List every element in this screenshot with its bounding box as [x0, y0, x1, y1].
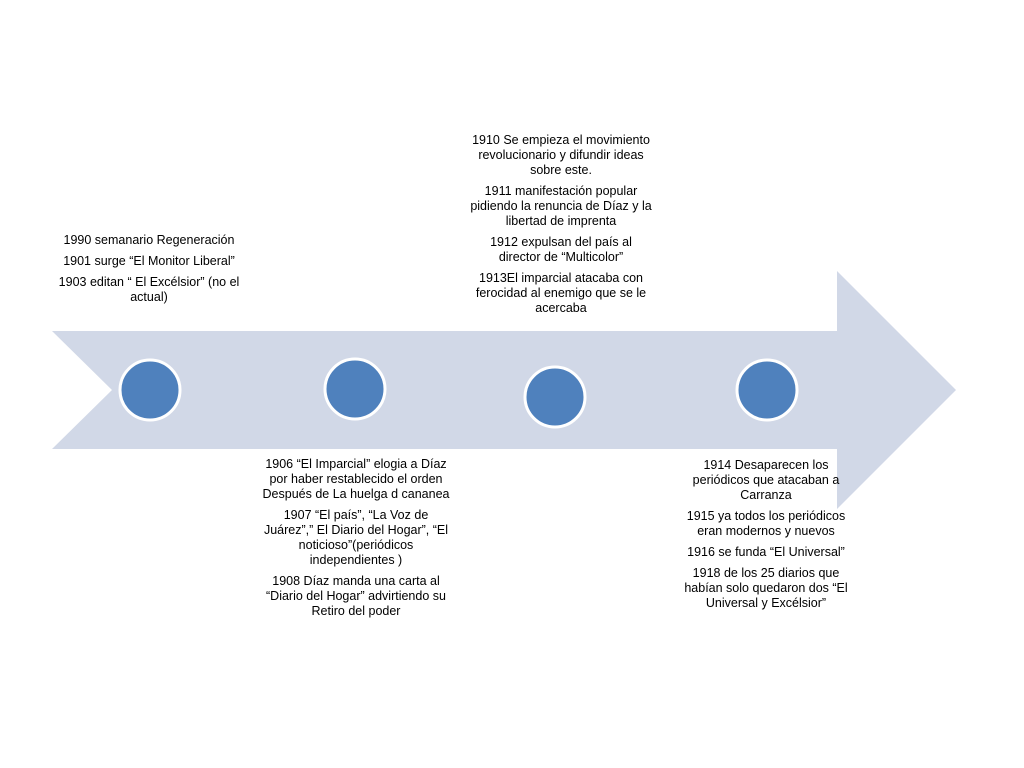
timeline-entry: 1914 Desaparecen los periódicos que atac…	[692, 458, 840, 502]
timeline-entry: 1907 “El país”, “La Voz de Juárez”,” El …	[263, 508, 449, 567]
timeline-text-1906-1908: 1906 “El Imparcial” elogia a Díaz por ha…	[262, 457, 450, 625]
timeline-entry: 1911 manifestación popular pidiendo la r…	[470, 184, 652, 228]
timeline-text-1910-1913: 1910 Se empieza el movimiento revolucion…	[470, 133, 652, 322]
timeline-entry: 1910 Se empieza el movimiento revolucion…	[472, 133, 650, 177]
timeline-entry: 1908 Díaz manda una carta al “Diario del…	[266, 574, 446, 618]
timeline-entry: 1906 “El Imparcial” elogia a Díaz por ha…	[262, 457, 450, 501]
timeline-entry: 1918 de los 25 diarios que habían solo q…	[684, 566, 848, 610]
timeline-entry: 1990 semanario Regeneración	[63, 233, 235, 247]
timeline-entry: 1912 expulsan del país al director de “M…	[490, 235, 632, 264]
timeline-node-1	[118, 358, 182, 422]
timeline-text-1914-1918: 1914 Desaparecen los periódicos que atac…	[676, 458, 856, 617]
timeline-entry: 1913El imparcial atacaba con ferocidad a…	[475, 271, 647, 315]
timeline-entry: 1903 editan “ El Excélsior” (no el actua…	[58, 275, 240, 304]
timeline-node-2	[323, 357, 387, 421]
timeline-entry: 1916 se funda “El Universal”	[687, 545, 845, 559]
timeline-node-4	[735, 358, 799, 422]
timeline-entry: 1901 surge “El Monitor Liberal”	[63, 254, 235, 268]
timeline-entry: 1915 ya todos los periódicos eran modern…	[686, 509, 846, 538]
timeline-node-3	[523, 365, 587, 429]
timeline-text-1900s: 1990 semanario Regeneración 1901 surge “…	[56, 233, 242, 311]
timeline-arrow	[52, 271, 956, 509]
